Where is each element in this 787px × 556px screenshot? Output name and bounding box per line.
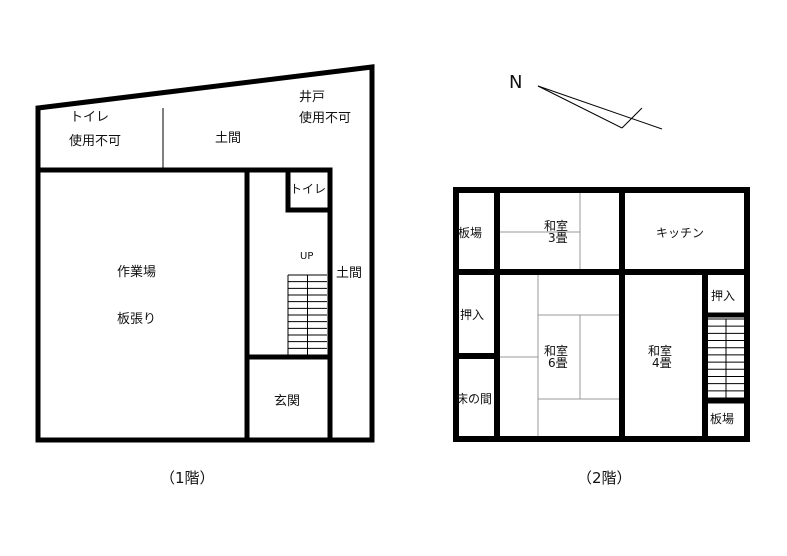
room-label: 板場 xyxy=(710,412,734,426)
floor-2-plan xyxy=(453,187,750,442)
room-label: 土間 xyxy=(215,131,241,146)
staircase-icon xyxy=(706,318,745,399)
room-label: 使用不可 xyxy=(69,133,121,149)
room-label: 板張り xyxy=(117,312,156,327)
room-label: 板場 xyxy=(458,226,482,240)
room-label: 作業場 xyxy=(117,264,156,280)
room-label: 使用不可 xyxy=(299,110,351,126)
room-label: 3畳 xyxy=(548,231,568,245)
room-label: 和室 xyxy=(544,343,568,358)
room-label: 土間 xyxy=(336,266,362,281)
room-label: 玄関 xyxy=(274,394,300,409)
room-label: トイレ xyxy=(70,110,109,125)
room-label: トイレ xyxy=(290,182,326,196)
room-label: 和室 xyxy=(648,343,672,358)
floor-1-plan xyxy=(35,64,375,443)
room-label: 和室 xyxy=(544,218,568,233)
room-label: 床の間 xyxy=(456,392,492,406)
floor-1-caption: （1階） xyxy=(160,469,215,487)
room-label: 4畳 xyxy=(652,356,672,370)
up-label: UP xyxy=(300,251,313,262)
north-label: N xyxy=(509,72,522,93)
floor-2-caption: （2階） xyxy=(577,469,632,487)
staircase-icon xyxy=(287,274,327,356)
north-arrow-icon xyxy=(537,85,663,130)
room-label: 押入 xyxy=(460,308,484,322)
room-label: 井戸 xyxy=(299,90,325,105)
room-label: キッチン xyxy=(656,226,704,240)
room-label: 押入 xyxy=(711,289,735,303)
room-label: 6畳 xyxy=(548,356,568,370)
